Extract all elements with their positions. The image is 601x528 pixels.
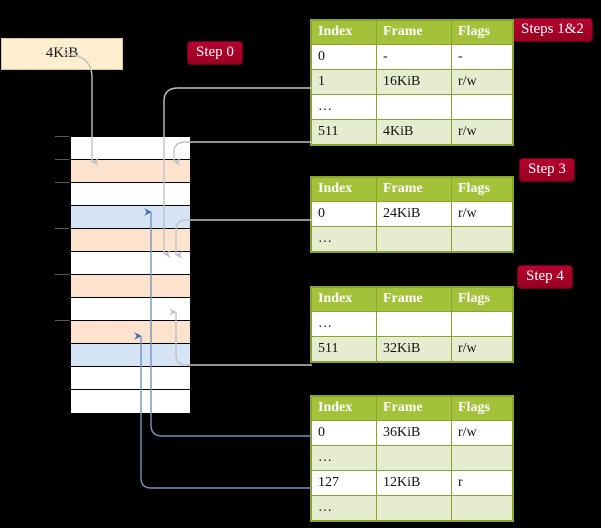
cell-frame: 32KiB [376, 336, 452, 362]
column-header-flags: Flags [451, 20, 513, 45]
table-row: … [311, 94, 513, 120]
cell-frame: 24KiB [376, 201, 452, 227]
cell-flags: r [451, 470, 513, 496]
cell-frame: - [376, 44, 452, 70]
cell-flags: r/w [451, 201, 513, 227]
memory-frame-row [71, 183, 190, 206]
cell-frame [376, 94, 452, 120]
column-header-frame: Frame [376, 396, 452, 421]
wire-t1-row511-to-mem [173, 141, 312, 166]
memory-frame-row [71, 229, 190, 252]
cell-flags: r/w [451, 69, 513, 95]
cell-index: 1 [311, 69, 377, 95]
badge-step-3-label: Step 3 [528, 161, 566, 177]
memory-frame-row [71, 390, 190, 413]
cell-flags [451, 311, 513, 337]
badge-step-4: Step 4 [517, 265, 573, 289]
memory-tick [55, 228, 69, 229]
table-row: … [311, 226, 513, 252]
memory-tick [55, 159, 69, 160]
column-header-index: Index [311, 20, 377, 45]
cell-index: 0 [311, 44, 377, 70]
cell-index: … [311, 226, 377, 252]
badge-step-4-label: Step 4 [526, 268, 564, 284]
memory-frame-row [71, 275, 190, 298]
cell-flags [451, 94, 513, 120]
cell-frame [376, 311, 452, 337]
column-header-flags: Flags [451, 396, 513, 421]
cell-frame: 4KiB [376, 119, 452, 145]
column-header-frame: Frame [376, 287, 452, 312]
cell-index: … [311, 94, 377, 120]
cell-flags: r/w [451, 336, 513, 362]
size-box-4kib: 4KiB [1, 38, 123, 70]
badge-step-0: Step 0 [187, 41, 243, 65]
cell-index: 127 [311, 470, 377, 496]
memory-frame-row [71, 206, 190, 229]
column-header-index: Index [311, 177, 377, 202]
badge-step-0-label: Step 0 [196, 44, 234, 60]
memory-frame-row [71, 252, 190, 275]
memory-tick [55, 274, 69, 275]
cell-frame [376, 495, 452, 521]
memory-tick [55, 136, 69, 137]
column-header-index: Index [311, 396, 377, 421]
column-header-flags: Flags [451, 287, 513, 312]
column-header-flags: Flags [451, 177, 513, 202]
wire-t2-row0-to-mem [175, 219, 312, 259]
badge-step-3: Step 3 [519, 158, 575, 182]
cell-flags: r/w [451, 420, 513, 446]
size-box-label: 4KiB [45, 45, 79, 61]
cell-index: 511 [311, 336, 377, 362]
cell-frame: 36KiB [376, 420, 452, 446]
cell-flags [451, 445, 513, 471]
memory-tick [55, 182, 69, 183]
cell-flags [451, 226, 513, 252]
memory-frame-row [71, 137, 190, 160]
cell-frame [376, 226, 452, 252]
cell-flags [451, 495, 513, 521]
cell-index: 511 [311, 119, 377, 145]
cell-index: 0 [311, 420, 377, 446]
cell-frame: 12KiB [376, 470, 452, 496]
cell-flags: - [451, 44, 513, 70]
memory-frame-row [71, 344, 190, 367]
table-row: … [311, 495, 513, 521]
memory-frame-row [71, 160, 190, 183]
physical-memory-column [70, 136, 191, 413]
column-header-frame: Frame [376, 177, 452, 202]
cell-frame: 16KiB [376, 69, 452, 95]
memory-frame-row [71, 321, 190, 344]
cell-index: … [311, 495, 377, 521]
table-row: 0-- [311, 44, 513, 70]
wire-t3-row511-to-mem [169, 308, 312, 366]
cell-flags: r/w [451, 119, 513, 145]
memory-tick [55, 320, 69, 321]
column-header-index: Index [311, 287, 377, 312]
cell-index: 0 [311, 201, 377, 227]
cell-index: … [311, 311, 377, 337]
memory-frame-row [71, 367, 190, 390]
badge-steps-1-2-label: Steps 1&2 [521, 21, 584, 37]
table-row: … [311, 311, 513, 337]
memory-frame-row [71, 298, 190, 321]
table-row: … [311, 445, 513, 471]
column-header-frame: Frame [376, 20, 452, 45]
cell-index: … [311, 445, 377, 471]
cell-frame [376, 445, 452, 471]
badge-steps-1-2: Steps 1&2 [512, 18, 593, 42]
